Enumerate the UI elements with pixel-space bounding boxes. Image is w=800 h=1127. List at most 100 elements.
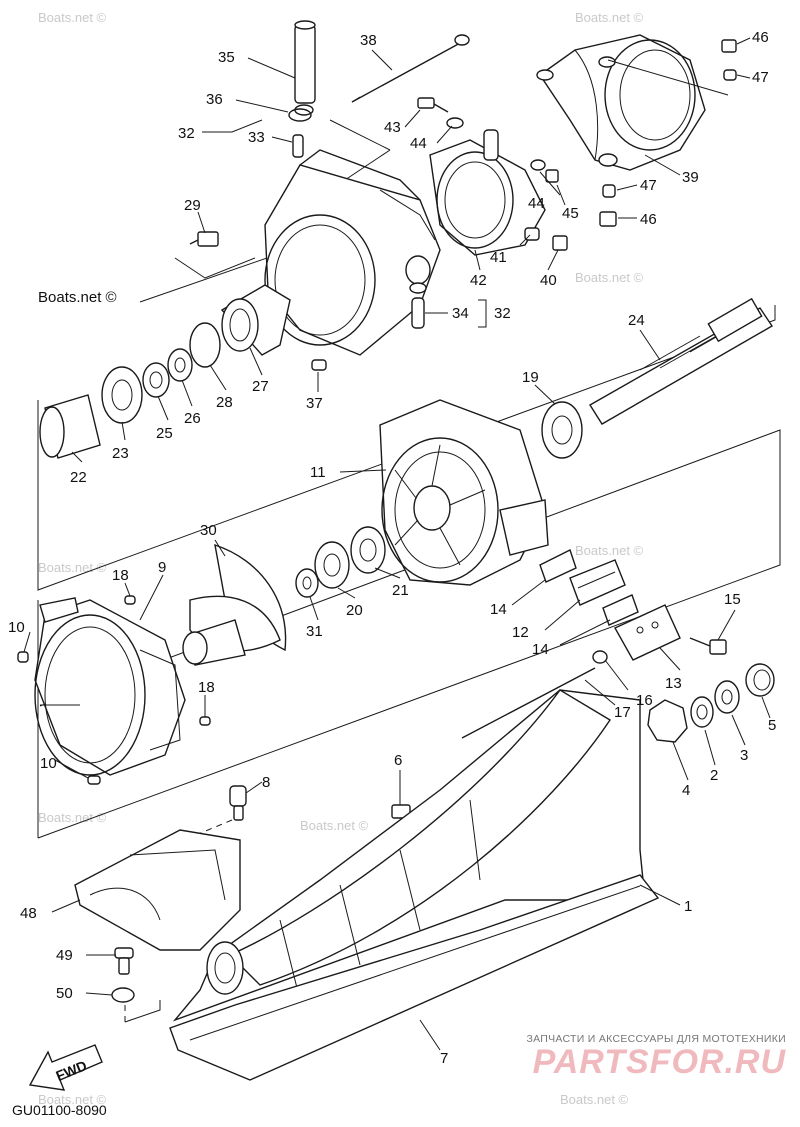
callout-13: 13 xyxy=(665,675,682,692)
brand-tagline: ЗАПЧАСТИ И АКСЕССУАРЫ ДЛЯ МОТОТЕХНИКИ xyxy=(526,1033,786,1045)
part-34-pin xyxy=(409,282,427,329)
watermarks: Boats.net © Boats.net © Boats.net © Boat… xyxy=(38,10,644,1107)
callout-15: 15 xyxy=(724,591,741,608)
callout-16: 16 xyxy=(636,692,653,709)
part-27-cap xyxy=(220,284,291,356)
callout-17: 17 xyxy=(614,704,631,721)
callout-19: 19 xyxy=(522,369,539,386)
callout-21: 21 xyxy=(392,582,409,599)
part-19-bearing xyxy=(541,401,583,459)
callout-46a: 46 xyxy=(752,29,769,46)
callout-7: 7 xyxy=(440,1050,448,1067)
part-38-through-bolt xyxy=(351,34,470,103)
callout-numbers: 1 2 3 4 5 6 7 8 9 10 10 11 12 13 14 14 1… xyxy=(8,29,776,1067)
callout-41: 41 xyxy=(490,249,507,266)
part-26-collar xyxy=(167,348,193,382)
callout-40: 40 xyxy=(540,272,557,289)
part-5-cap xyxy=(745,663,775,697)
callout-37: 37 xyxy=(306,395,323,412)
part-3-collar xyxy=(714,680,740,714)
part-36-clip xyxy=(288,108,312,122)
callout-32a: 32 xyxy=(178,125,195,142)
watermark-text: Boats.net © xyxy=(38,289,117,306)
part-49-bolt xyxy=(114,947,134,975)
callout-12: 12 xyxy=(512,624,529,641)
part-48-cover xyxy=(74,829,241,951)
callout-11: 11 xyxy=(310,464,326,481)
callout-46b: 46 xyxy=(640,211,657,228)
part-50-washer xyxy=(111,987,135,1003)
callout-45: 45 xyxy=(562,205,579,222)
part-1-intake-duct xyxy=(169,689,660,1081)
callout-49: 49 xyxy=(56,947,73,964)
callout-47a: 47 xyxy=(752,69,769,86)
part-14-gasket-b xyxy=(602,594,639,626)
callout-22: 22 xyxy=(70,469,87,486)
callout-6: 6 xyxy=(394,752,402,769)
part-37-pin xyxy=(311,359,327,371)
part-15-bolt xyxy=(689,637,727,655)
part-21-bearing xyxy=(350,526,386,574)
part-42-nozzle-ring xyxy=(429,129,546,256)
callout-10a: 10 xyxy=(8,619,25,636)
part-39-cover xyxy=(536,34,706,171)
part-30-impeller xyxy=(182,543,287,666)
part-2-collar xyxy=(690,696,714,728)
part-23-bearing xyxy=(101,366,143,424)
watermark-text: Boats.net © xyxy=(575,543,644,558)
fwd-arrow: FWD xyxy=(28,1044,103,1091)
hardware-43-47 xyxy=(417,39,737,251)
watermark-text: Boats.net © xyxy=(575,270,644,285)
part-11-impeller-housing xyxy=(379,399,549,586)
callout-34: 34 xyxy=(452,305,469,322)
callout-39: 39 xyxy=(682,169,699,186)
callout-36: 36 xyxy=(206,91,223,108)
callout-18b: 18 xyxy=(198,679,215,696)
callout-29: 29 xyxy=(184,197,201,214)
callout-43: 43 xyxy=(384,119,401,136)
leader-lines xyxy=(23,37,771,1051)
watermark-text: Boats.net © xyxy=(560,1092,629,1107)
callout-20: 20 xyxy=(346,602,363,619)
part-20-bearing xyxy=(314,541,350,589)
part-17-rod xyxy=(461,667,596,739)
part-28-o-ring xyxy=(189,322,221,368)
part-31-washer xyxy=(295,568,319,598)
callout-24: 24 xyxy=(628,312,645,329)
part-24-drive-shaft xyxy=(589,297,773,425)
part-14-gasket xyxy=(539,549,577,583)
callout-3: 3 xyxy=(740,747,748,764)
callout-2: 2 xyxy=(710,767,718,784)
callout-31: 31 xyxy=(306,623,323,640)
watermark-text: Boats.net © xyxy=(300,818,369,833)
diagram-code: GU01100-8090 xyxy=(12,1102,107,1118)
callout-1: 1 xyxy=(684,898,692,915)
watermark-text: Boats.net © xyxy=(575,10,644,25)
part-33-pin xyxy=(292,134,304,158)
callout-50: 50 xyxy=(56,985,73,1002)
part-4-gear xyxy=(647,699,688,743)
callout-48: 48 xyxy=(20,905,37,922)
part-25-washer xyxy=(142,362,170,398)
brand-logo: ЗАПЧАСТИ И АКСЕССУАРЫ ДЛЯ МОТОТЕХНИКИ PA… xyxy=(486,1033,786,1082)
callout-44b: 44 xyxy=(528,195,545,212)
callout-10b: 10 xyxy=(40,755,57,772)
watermark-text: Boats.net © xyxy=(38,1092,107,1107)
callout-8: 8 xyxy=(262,774,270,791)
watermark-text: Boats.net © xyxy=(38,810,107,825)
hardware-10-18 xyxy=(17,595,211,785)
part-13-cover-plate xyxy=(614,604,681,661)
callout-26: 26 xyxy=(184,410,201,427)
callout-14a: 14 xyxy=(490,601,507,618)
callout-23: 23 xyxy=(112,445,129,462)
callout-25: 25 xyxy=(156,425,173,442)
part-29-bolt xyxy=(189,231,219,247)
callout-33: 33 xyxy=(248,129,265,146)
callout-9: 9 xyxy=(158,559,166,576)
callout-32b: 32 xyxy=(494,305,511,322)
brand-name: PARTSFOR.RU xyxy=(532,1043,786,1081)
callout-5: 5 xyxy=(768,717,776,734)
callout-18a: 18 xyxy=(112,567,129,584)
part-9-housing xyxy=(34,597,186,776)
